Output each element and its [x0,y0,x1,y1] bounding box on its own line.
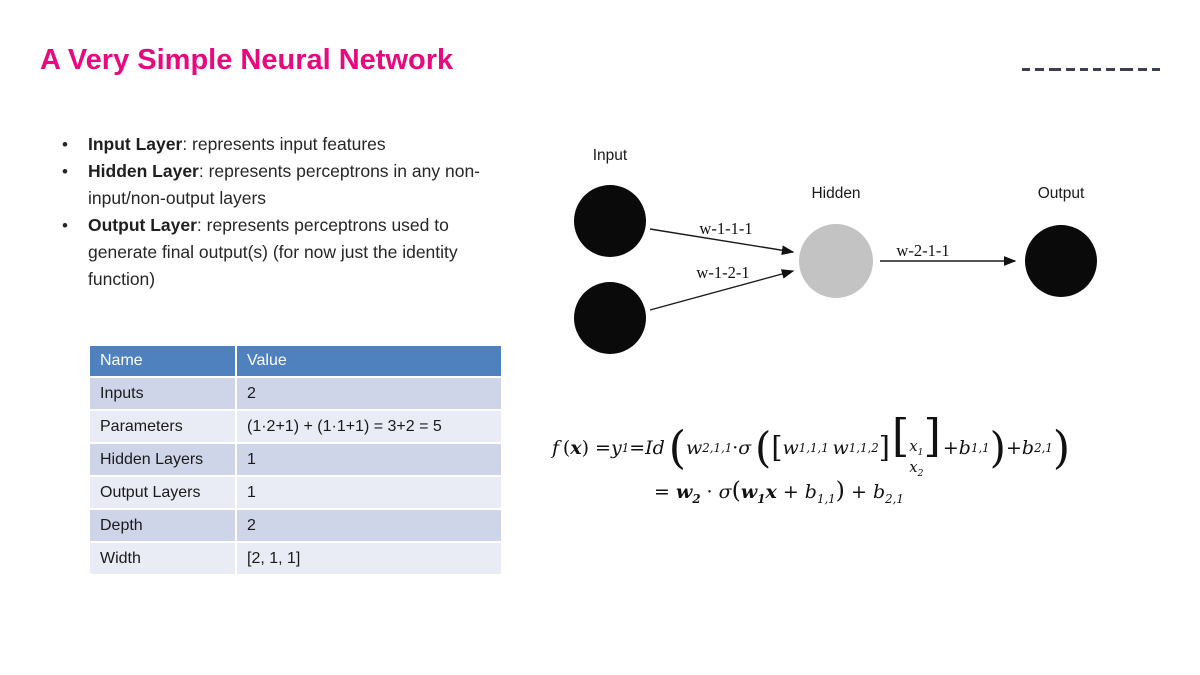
hidden-layer-label: Hidden [811,185,860,202]
bullet-input-layer: Input Layer: represents input features [60,131,492,158]
table-header-name: Name [90,346,235,376]
input-node-1 [574,185,646,257]
network-properties-table: Name Value Inputs 2 Parameters (1·2+1) +… [90,346,501,574]
table-cell-value: 2 [237,510,501,541]
output-layer-label: Output [1038,185,1085,202]
edge-input1-hidden [649,228,795,256]
table-cell-name: Depth [90,510,235,541]
input-node-2 [574,282,646,354]
bullet-desc: : represents perceptrons in any non-inpu… [88,161,481,208]
table-cell-name: Hidden Layers [90,444,235,475]
table-header-value: Value [237,346,501,376]
bullet-term: Output Layer [88,215,197,235]
bullet-desc: : represents perceptrons used to generat… [88,215,458,289]
bullet-list: Input Layer: represents input features H… [60,131,492,293]
weight-label-w121: w-1-2-1 [696,263,749,282]
table-cell-name: Width [90,543,235,574]
slide-title: A Very Simple Neural Network [40,44,454,76]
table-cell-value: [2, 1, 1] [237,543,501,574]
bullet-hidden-layer: Hidden Layer: represents perceptrons in … [60,158,492,212]
output-node [1025,225,1097,297]
table-cell-name: Inputs [90,378,235,409]
bullet-desc: : represents input features [182,134,386,154]
weight-label-w111: w-1-1-1 [699,219,752,238]
table-cell-value: (1·2+1) + (1·1+1) = 3+2 = 5 [237,411,501,442]
formula-line-2: = w2 · σ(w1x + b1,1) + b2,1 [654,476,904,506]
input-layer-label: Input [593,147,628,164]
network-diagram: Input Hidden Output w-1-1-1 w-1-2-1 w-2-… [574,147,1097,354]
bullet-output-layer: Output Layer: represents perceptrons use… [60,212,492,293]
table-cell-value: 2 [237,378,501,409]
table-cell-name: Output Layers [90,477,235,508]
edge-input2-hidden [649,269,795,311]
bullet-term: Hidden Layer [88,161,199,181]
weight-label-w211: w-2-1-1 [896,241,949,260]
hidden-node [799,224,873,298]
table-cell-name: Parameters [90,411,235,442]
bullet-term: Input Layer [88,134,183,154]
clipped-logo-icon [1022,68,1165,72]
table-cell-value: 1 [237,477,501,508]
table-cell-value: 1 [237,444,501,475]
